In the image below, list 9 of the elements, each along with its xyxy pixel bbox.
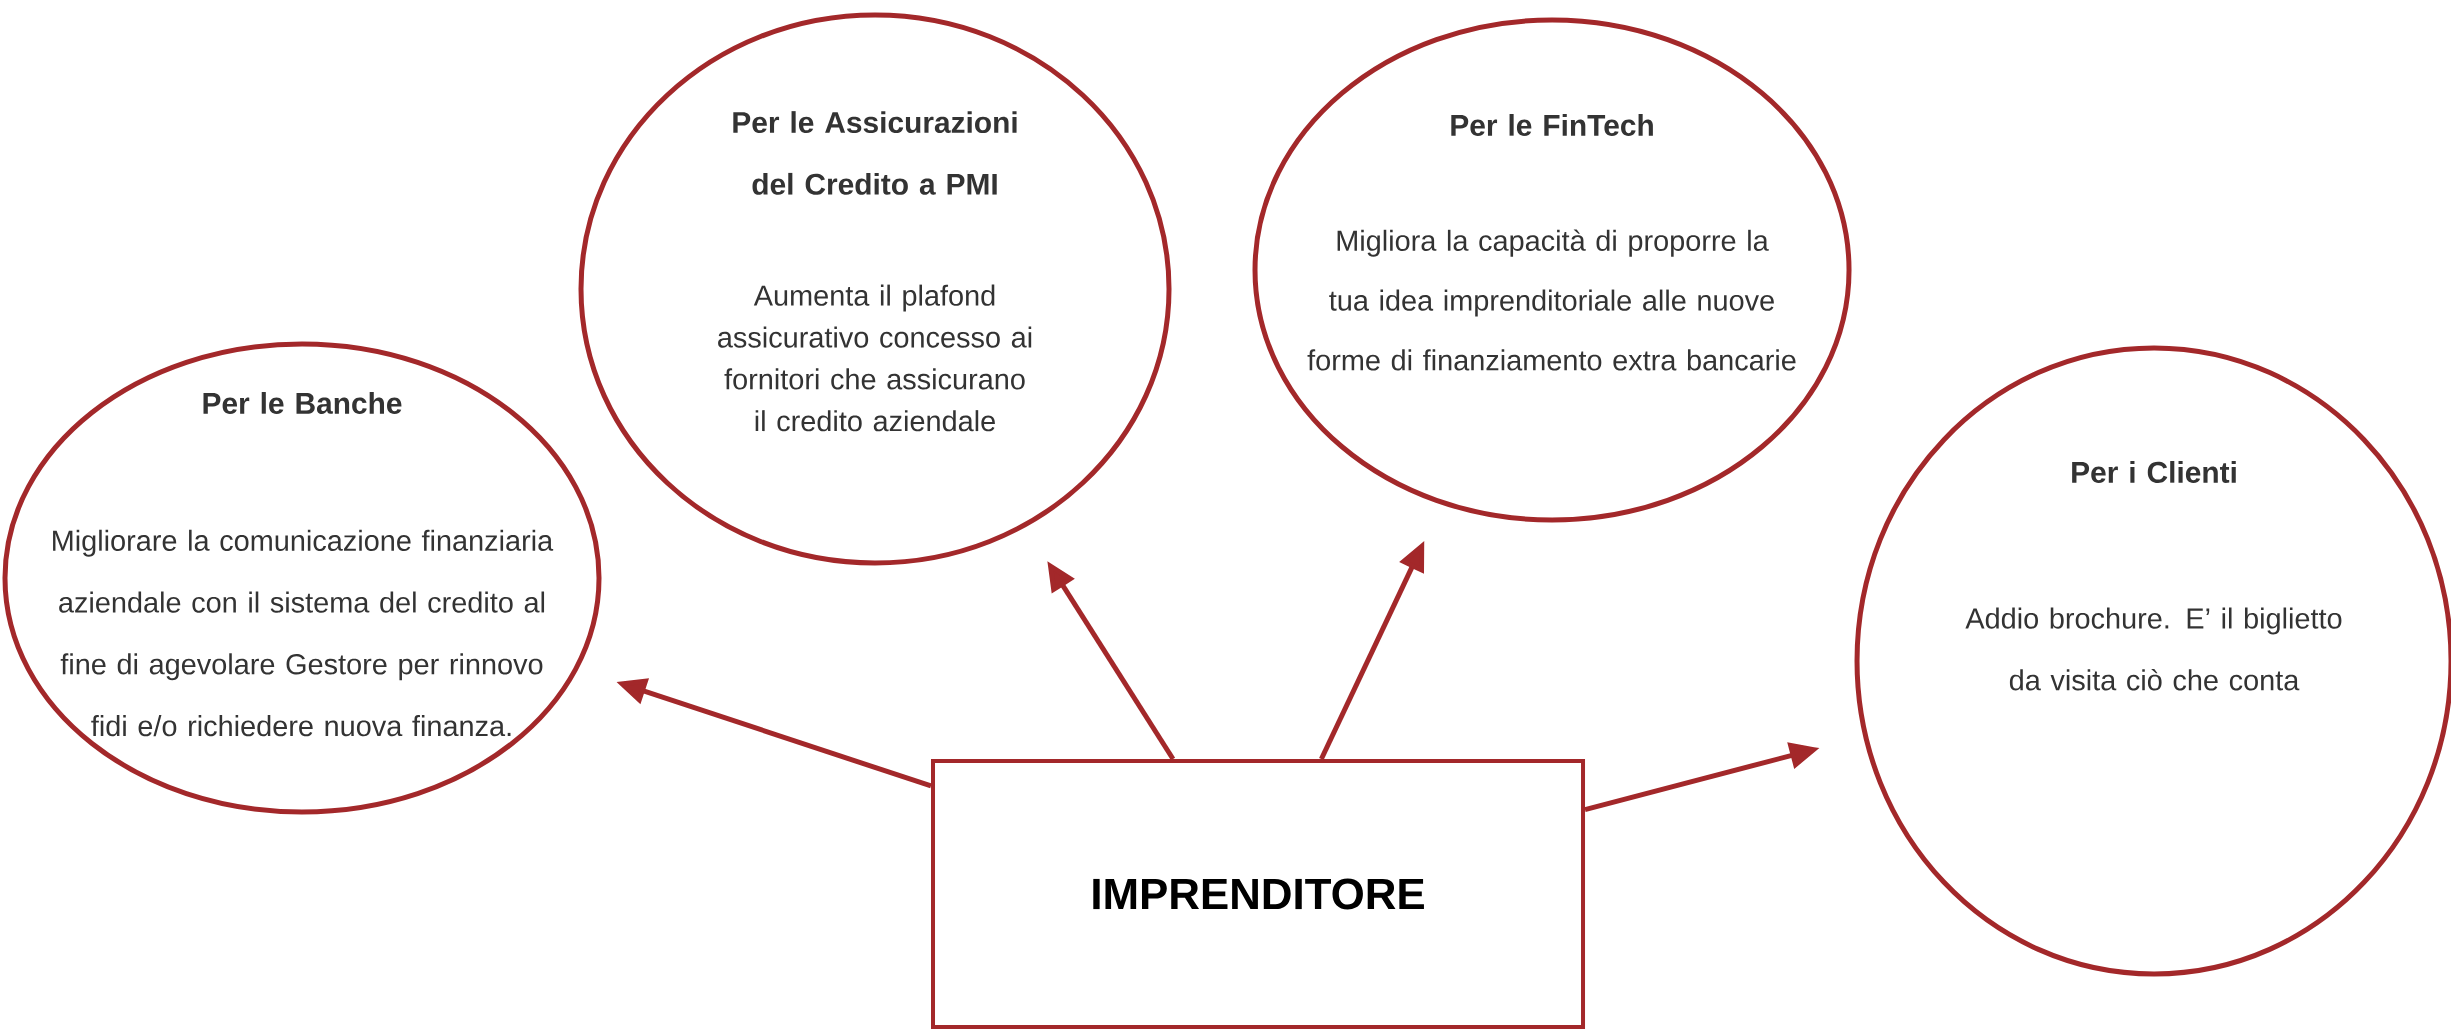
description: Migliora la capacità di proporre la tua idea imprenditoriale alle nuove forme di finanziamento extra bancarie (1307, 229, 1796, 371)
heading: Per le Assicurazioni del Credito a PMI (733, 111, 1017, 195)
heading: Per i Clienti (2072, 461, 2236, 483)
entity-box: IMPRENDITORE (931, 759, 1586, 1029)
description: Addio brochure. E’ il biglietto da visita ciò che conta (1965, 607, 2342, 691)
description: Migliorare la comunicazione finanziaria aziendale con il sistema del credito al fine di agevolare Gestore per rinnovo fidi e/o richiedere nuova finanza. (53, 529, 554, 737)
heading: Per le FinTech (1451, 114, 1653, 136)
heading: Per le Banche (203, 392, 402, 414)
description: Aumenta il plafond assicurativo concesso ai fornitori che assicurano il credito aziendale (718, 284, 1032, 432)
